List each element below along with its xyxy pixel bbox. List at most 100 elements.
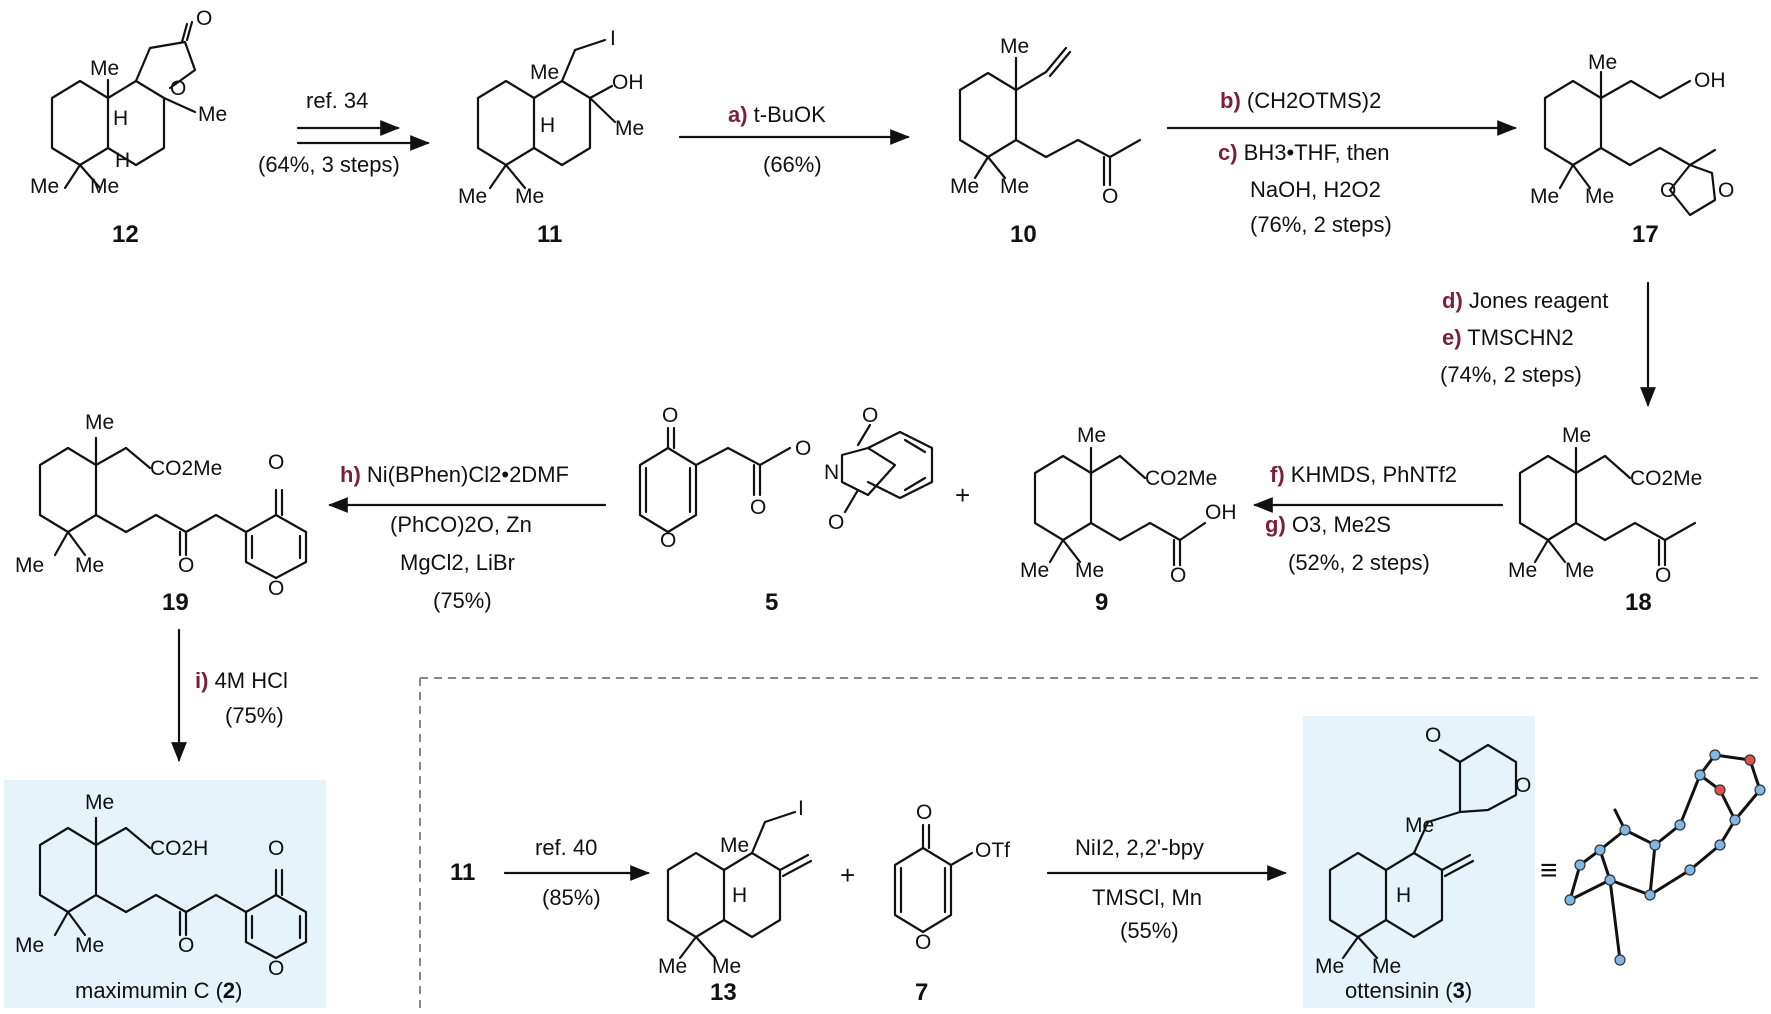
structure-9 [1033,446,1207,567]
cond-74: (74%, 2 steps) [1440,362,1582,387]
c12-o-carbonyl: O [196,7,213,30]
cond-75: (75%) [433,588,492,613]
c7-otf: OTf [975,839,1010,862]
cond-h: h) Ni(BPhen)Cl2•2DMF [340,462,569,487]
c18-o: O [1655,564,1672,587]
c18-me-left2: Me [1565,559,1595,582]
structure-12 [50,20,197,190]
label-7: 7 [915,979,929,1006]
c19-me-left2: Me [75,554,105,577]
c13-i: I [798,797,804,820]
c19-me-top: Me [85,411,115,434]
c17-me-left2: Me [1585,185,1615,208]
c3-me-top: Me [1405,814,1435,837]
c13-me-top: Me [720,834,750,857]
c13-h: H [732,884,748,907]
label-5: 5 [765,589,779,616]
c5-o-ester: O [750,496,767,519]
c12-o-ring: O [170,77,187,100]
cond-d: d) Jones reagent [1442,288,1609,313]
c19-me-left: Me [15,554,45,577]
c12-h2: H [115,149,131,172]
label-maximumin: maximumin C (2) [75,978,243,1003]
c11-me-right: Me [615,117,645,140]
label-ottensinin: ottensinin (3) [1345,978,1473,1003]
plus-5-9: + [955,480,971,510]
c19-o-top: O [268,451,285,474]
c10-me-left: Me [950,175,980,198]
c13-me-left2: Me [712,955,742,978]
cond-tmscl: TMSCl, Mn [1092,885,1202,910]
cond-ref40: ref. 40 [535,835,598,860]
structure-3 [1328,743,1518,960]
cond-c2: NaOH, H2O2 [1250,177,1381,202]
cond-64: (64%, 3 steps) [258,152,400,177]
structure-10 [958,46,1142,187]
c12-me-left: Me [30,175,60,198]
label-19: 19 [162,589,189,616]
c11-i: I [610,27,616,50]
c11-me-top: Me [530,61,560,84]
label-18: 18 [1625,589,1652,616]
c3-h: H [1396,884,1412,907]
c2-co2h: CO2H [150,837,209,860]
cond-a: a) t-BuOK [728,102,826,127]
c12-me-left2: Me [90,175,120,198]
label-17: 17 [1632,221,1659,248]
structure-18 [1518,446,1697,567]
label-11-start: 11 [450,859,476,886]
c2-o-ketone: O [178,934,195,957]
c5-o-imide2: O [828,511,845,534]
c10-me-left2: Me [1000,175,1030,198]
c10-o: O [1102,185,1119,208]
c12-me-top: Me [90,57,120,80]
c12-h: H [113,107,129,130]
c3-o-ring: O [1515,774,1532,797]
c5-n: N [824,461,840,484]
cond-h3: MgCl2, LiBr [400,550,515,575]
c19-o-ketone: O [178,554,195,577]
cond-76: (76%, 2 steps) [1250,212,1392,237]
cond-f: f) KHMDS, PhNTf2 [1270,462,1458,487]
plus-13-7: + [840,860,856,890]
structure-17 [1543,70,1717,217]
cond-55: (55%) [1120,918,1179,943]
structure-11 [476,38,617,190]
c3-o-top: O [1425,724,1442,747]
cond-c: c) BH3•THF, then [1218,140,1390,165]
c9-me-left: Me [1020,559,1050,582]
c9-me-left2: Me [1075,559,1105,582]
structure-19 [38,436,308,580]
c3-me-left: Me [1315,955,1345,978]
c18-me-left: Me [1508,559,1538,582]
c17-me-top: Me [1588,51,1618,74]
c5-o-link: O [795,437,812,460]
cond-i: i) 4M HCl [195,668,288,693]
c12-me-right: Me [198,103,228,126]
label-10: 10 [1010,221,1037,248]
structure-2 [38,816,308,960]
label-9: 9 [1095,589,1109,616]
c2-me-left2: Me [75,934,105,957]
c2-o-ring: O [268,957,285,980]
c2-me-top: Me [85,791,115,814]
xray-structure [1568,753,1762,962]
c7-o-top: O [916,801,933,824]
label-13: 13 [710,979,737,1006]
c11-oh: OH [612,71,644,94]
cond-85: (85%) [542,885,601,910]
structure-5 [638,423,934,534]
c13-me-left: Me [658,955,688,978]
c19-o-ring: O [268,577,285,600]
c9-oh: OH [1205,501,1237,524]
cond-75b: (75%) [225,703,284,728]
c17-o1: O [1660,179,1677,202]
c9-co2me: CO2Me [1145,467,1218,490]
c11-h: H [540,114,556,137]
cond-h2: (PhCO)2O, Zn [390,512,532,537]
cond-b: b) (CH2OTMS)2 [1220,88,1382,113]
cond-g: g) O3, Me2S [1265,512,1391,537]
c19-co2me: CO2Me [150,457,223,480]
cond-e: e) TMSCHN2 [1442,325,1574,350]
